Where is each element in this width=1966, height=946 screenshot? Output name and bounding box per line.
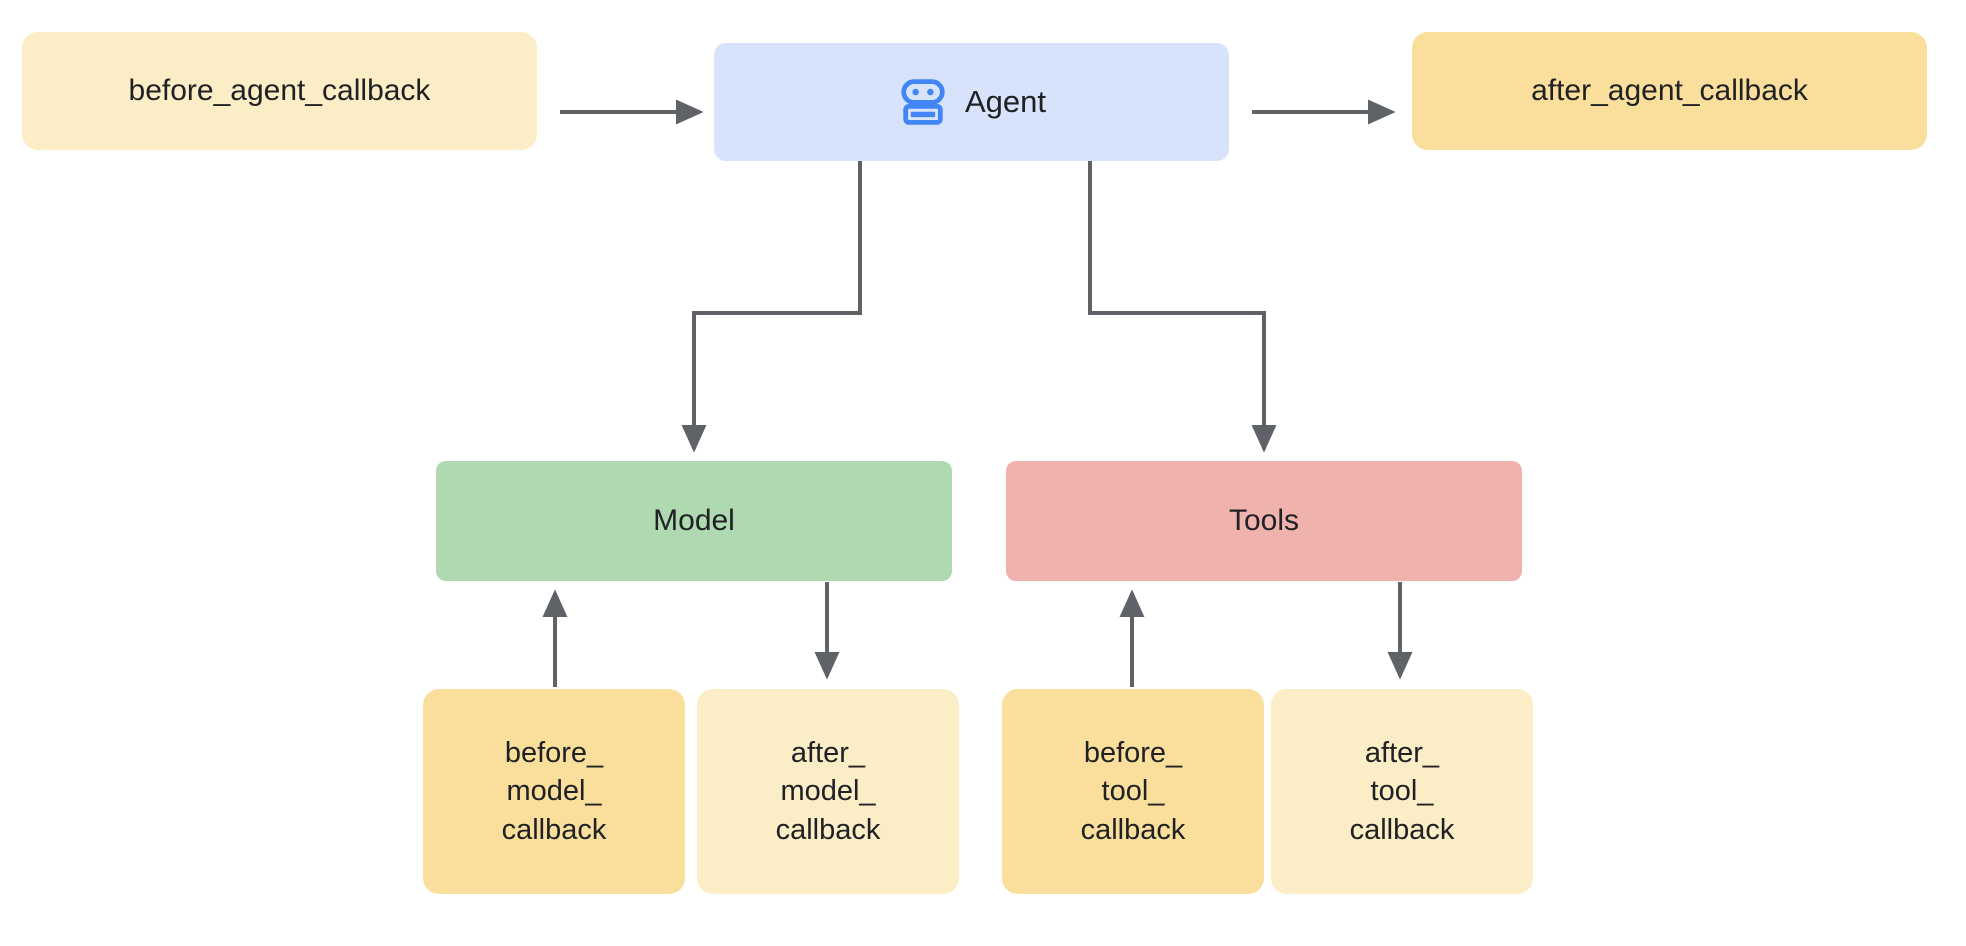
node-before-agent-callback[interactable]: before_agent_callback <box>22 32 537 150</box>
node-label: before_ tool_ callback <box>1080 736 1186 846</box>
node-label: Tools <box>1228 504 1300 538</box>
node-before-model-callback[interactable]: before_ model_ callback <box>423 689 685 894</box>
node-label: after_ tool_ callback <box>1349 736 1455 846</box>
node-label: Agent <box>964 84 1046 120</box>
node-before-tool-callback[interactable]: before_ tool_ callback <box>1002 689 1264 894</box>
node-label: Model <box>653 504 735 538</box>
node-tools[interactable]: Tools <box>1006 461 1522 581</box>
robot-icon <box>901 79 945 125</box>
node-model[interactable]: Model <box>436 461 952 581</box>
node-after-model-callback[interactable]: after_ model_ callback <box>697 689 959 894</box>
node-agent[interactable]: Agent <box>714 43 1229 161</box>
node-label: before_agent_callback <box>128 74 431 108</box>
agent-inner: Agent <box>897 76 1046 128</box>
node-label: after_ model_ callback <box>775 736 881 846</box>
node-label: before_ model_ callback <box>501 736 607 846</box>
edge-agent-to-tools <box>1088 161 1277 453</box>
edge-agent-to-model <box>681 161 862 453</box>
node-label: after_agent_callback <box>1531 74 1808 108</box>
node-after-agent-callback[interactable]: after_agent_callback <box>1412 32 1927 150</box>
node-after-tool-callback[interactable]: after_ tool_ callback <box>1271 689 1533 894</box>
